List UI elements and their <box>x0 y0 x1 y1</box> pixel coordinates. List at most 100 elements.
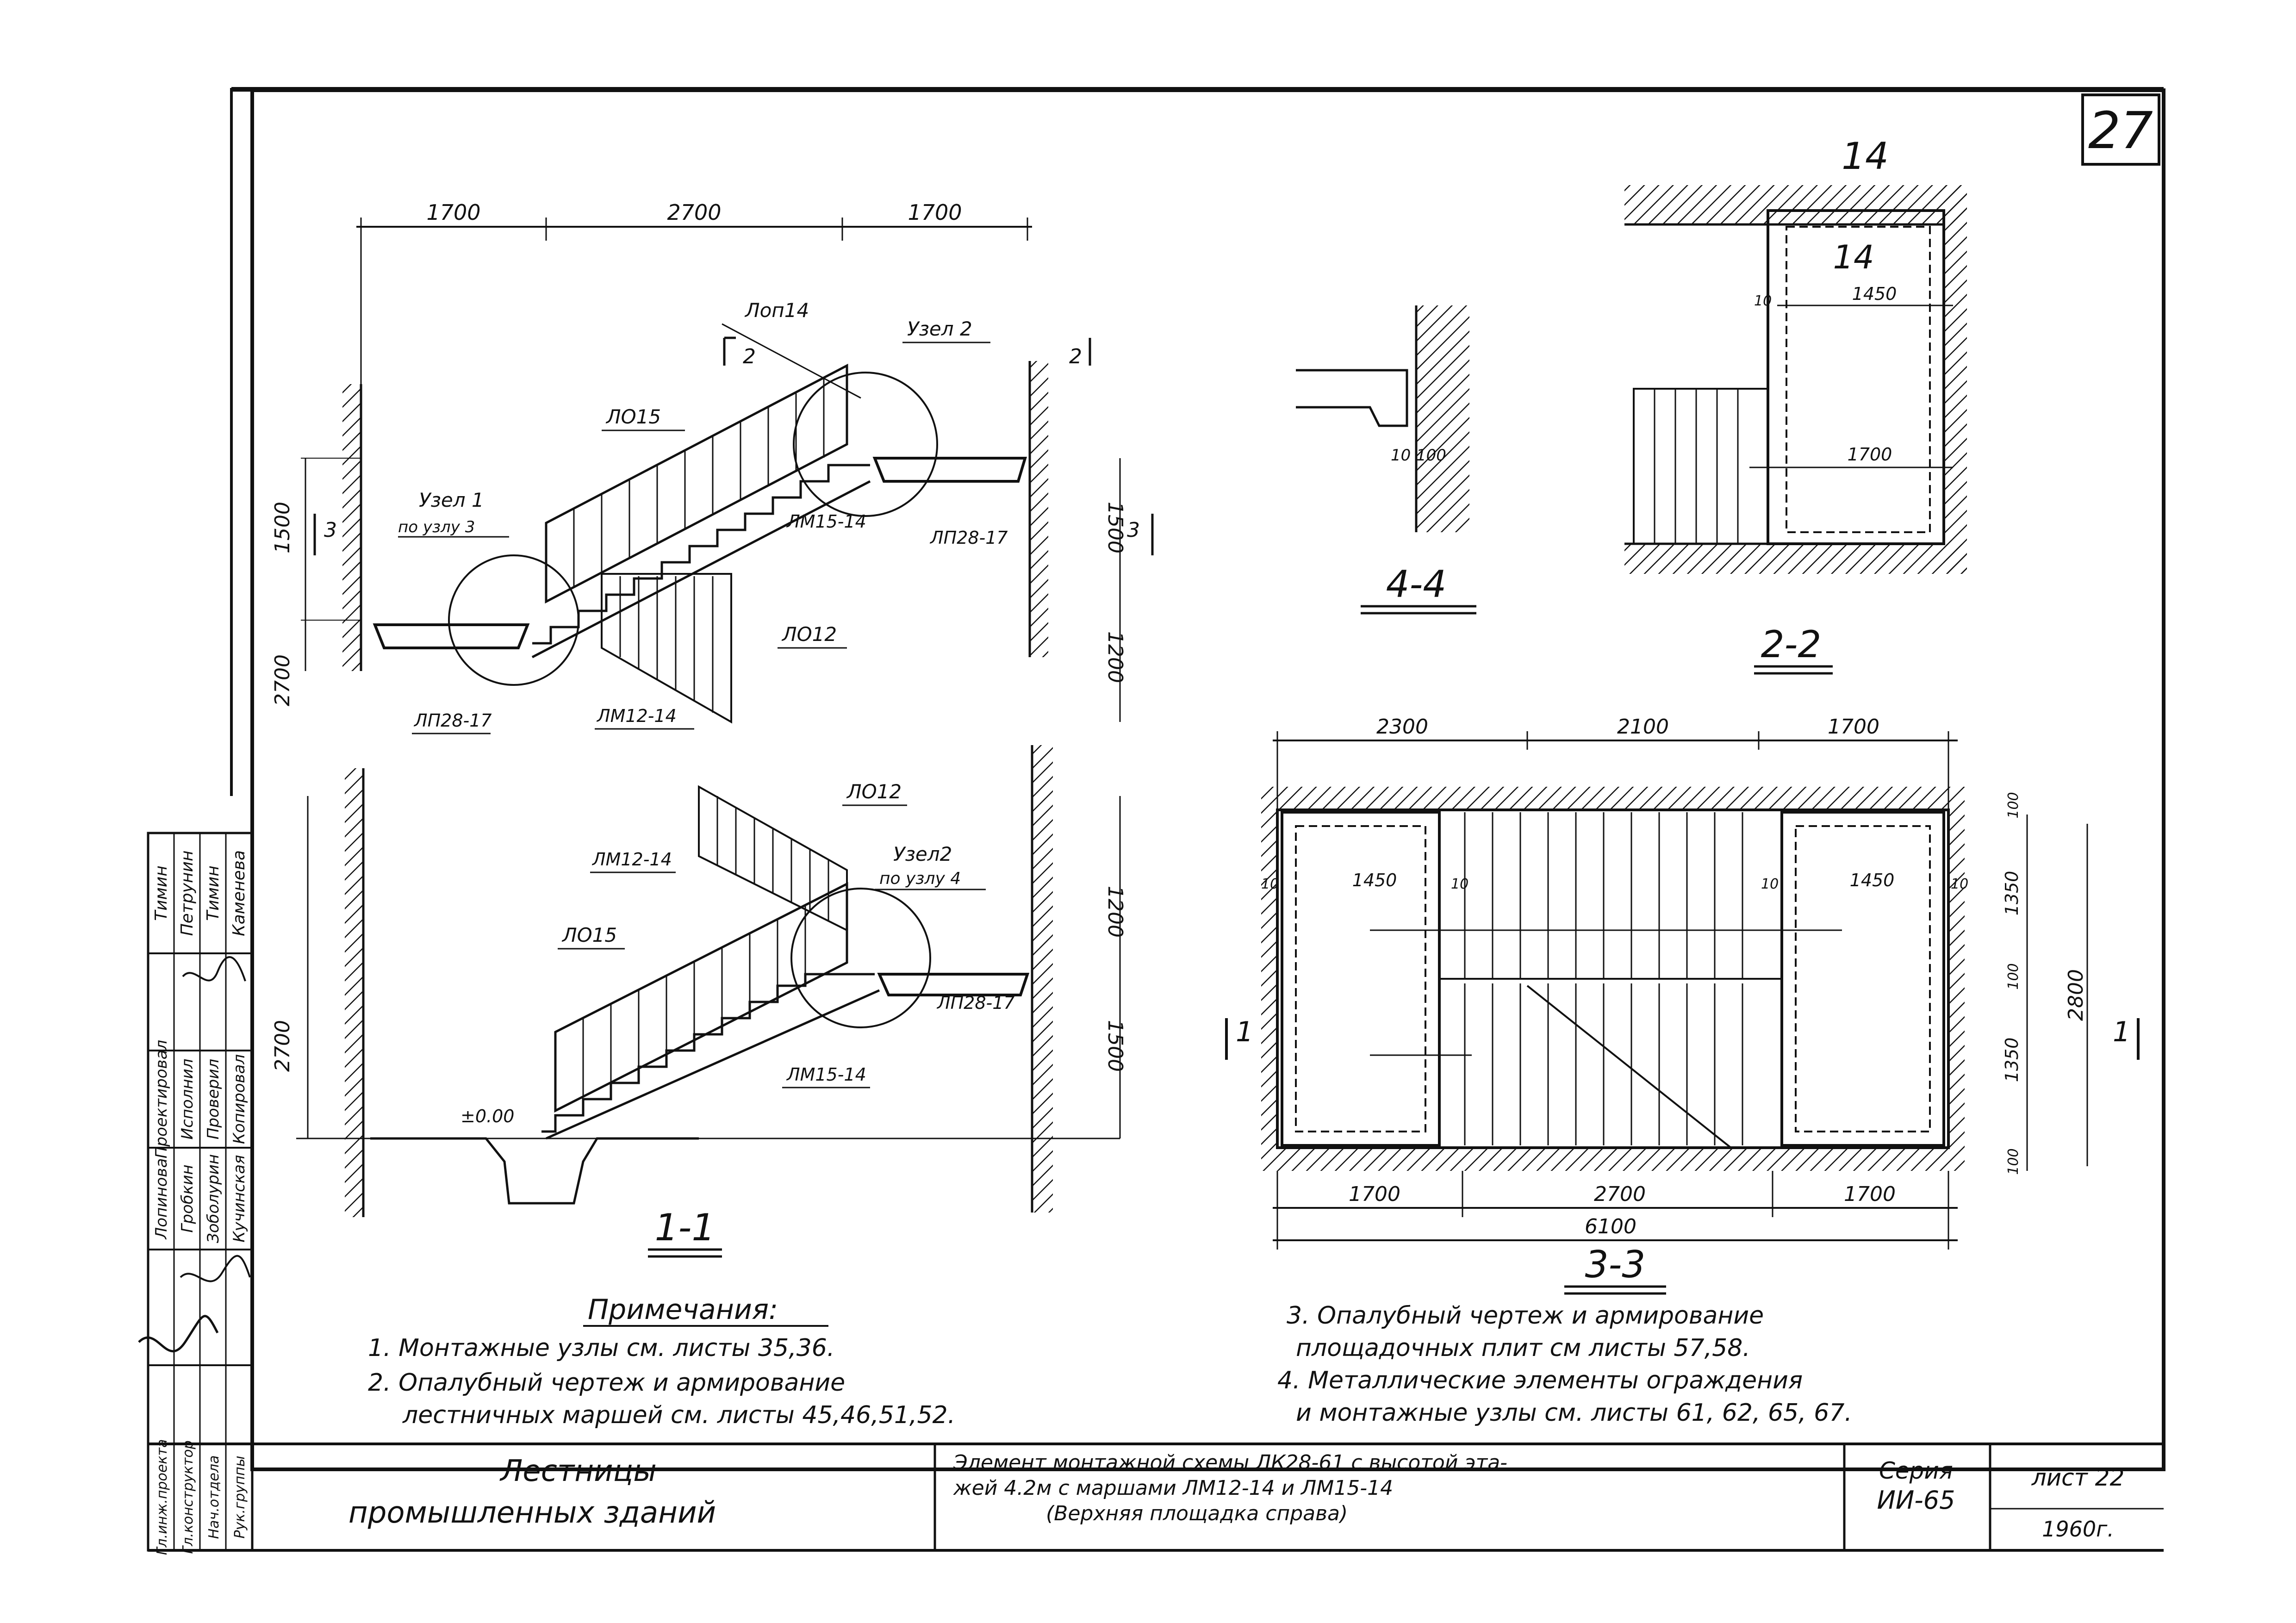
sig-name-left-2: Гробкин <box>178 1164 197 1232</box>
upper-lower-landing <box>373 623 530 649</box>
upper-dim-top-1: 1700 <box>426 200 480 225</box>
sig-role-right-4: Копировал <box>230 1054 249 1144</box>
sig-role-left-1: Гл.инж.проекта <box>154 1439 170 1555</box>
view-1-1: 2700 1200 1500 ±0.00 ЛО1 <box>271 745 1127 1258</box>
view33-wall-top <box>1277 787 1948 810</box>
sig-name-right-2: Петрунин <box>178 851 197 936</box>
view33-wall-right <box>1948 787 1965 1171</box>
upper-flight-steps <box>532 464 870 645</box>
view33-right-landing-inner <box>1795 825 1931 1132</box>
upper-dim-top-3: 1700 <box>908 200 962 225</box>
upper-right-wall <box>1030 361 1048 657</box>
view11-label-node2: Узел2 <box>893 843 952 865</box>
series-label: Серия <box>1879 1457 1953 1484</box>
upper-label-lp28-17-left: ЛП28-17 <box>413 710 492 731</box>
upper-label-lm12-14: ЛМ12-14 <box>596 706 677 726</box>
view33-dim-right-3: 100 <box>2005 963 2022 989</box>
view11-label-lo12: ЛО12 <box>846 780 902 803</box>
sig-name-right-1: Тимин <box>152 865 171 920</box>
upper-dim-left-2: 2700 <box>271 654 294 706</box>
sig-role-right-2: Исполнил <box>178 1059 197 1140</box>
view11-dim-right-1: 1200 <box>1103 886 1127 938</box>
view33-title: 3-3 <box>1585 1243 1646 1286</box>
view33-ten-2: 10 <box>1451 876 1468 892</box>
view44-slab <box>1296 369 1408 427</box>
note-4a: 4. Металлические элементы ограждения <box>1277 1367 1803 1394</box>
view22-landing <box>1767 209 1945 545</box>
series-value: ИИ-65 <box>1877 1486 1955 1515</box>
sheet-number-box <box>2081 93 2160 166</box>
sig-role-left-2: Гл.конструктор <box>180 1440 196 1554</box>
upper-section-mark-3a: 3 <box>324 518 337 542</box>
upper-upper-landing <box>872 457 1027 483</box>
view33-dim-right-1: 100 <box>2005 792 2022 818</box>
view-4-4: 10 100 4-4 <box>1296 305 1476 615</box>
view33-dim-top-2: 2100 <box>1617 715 1669 739</box>
view33-inner-dim-right: 1450 <box>1850 870 1895 890</box>
view11-label-lo15: ЛО15 <box>561 924 617 946</box>
view33-right-landing <box>1780 811 1945 1147</box>
signature-scribble-2 <box>180 1255 251 1282</box>
upper-label-lop14: Лоп14 <box>744 299 809 322</box>
view11-label-lp28-17: ЛП28-17 <box>936 993 1015 1013</box>
note-3a: 3. Опалубный чертеж и армирование <box>1287 1302 1764 1330</box>
view33-dim-right-5: 100 <box>2005 1148 2022 1175</box>
desc-line2: жей 4.2м с маршами ЛМ12-14 и ЛМ15-14 <box>953 1476 1393 1500</box>
view33-ten-4: 10 <box>1951 876 1968 892</box>
view11-upper-landing <box>877 973 1030 996</box>
sig-name-right-4: Каменева <box>230 850 249 936</box>
title-line2: промышленных зданий <box>348 1496 716 1530</box>
view33-dim-right-4: 1350 <box>2002 1038 2022 1082</box>
upper-railing-lo15 <box>545 363 848 604</box>
view11-flight-steps <box>541 973 875 1133</box>
view44-title: 4-4 <box>1386 563 1447 606</box>
sheet-number: 27 <box>2088 101 2153 160</box>
view33-dim-overall: 2800 <box>2064 969 2088 1021</box>
view11-node-2-circle <box>790 888 931 1028</box>
upper-label-lo12: ЛО12 <box>781 623 837 646</box>
view33-dim-bottom-1: 1700 <box>1349 1182 1400 1206</box>
view22-dim-mid: 1700 <box>1848 444 1892 465</box>
view22-flight <box>1633 388 1769 545</box>
note-1: 1. Монтажные узлы см. листы 35,36. <box>368 1334 834 1362</box>
sig-role-right-1: Проектировал <box>152 1040 171 1158</box>
notes: Примечания: 1. Монтажные узлы см. листы … <box>368 1293 1852 1429</box>
note-3b: площадочных плит см листы 57,58. <box>1296 1334 1750 1362</box>
upper-label-node1-ref: по узлу 3 <box>398 518 475 536</box>
view33-left-landing <box>1281 811 1441 1147</box>
view11-label-node2-ref: по узлу 4 <box>879 869 961 888</box>
view11-ground <box>370 1137 699 1205</box>
note-2a: 2. Опалубный чертеж и армирование <box>368 1369 845 1397</box>
view11-dim-right-2: 1500 <box>1103 1020 1127 1072</box>
view33-room <box>1276 808 1950 1149</box>
year: 1960г. <box>2042 1517 2114 1542</box>
view11-dim-left: 2700 <box>271 1020 294 1072</box>
upper-dim-right-1: 1500 <box>1103 502 1127 553</box>
title-block: Лестницы промышленных зданий Элемент мон… <box>148 1443 2164 1552</box>
title-line1: Лестницы <box>499 1454 657 1488</box>
upper-label-node1: Узел 1 <box>419 489 484 511</box>
view-3-3: 2300 2100 1700 <box>1225 715 2140 1295</box>
upper-railing-lo12 <box>601 573 732 724</box>
view44-dim-1: 10 <box>1391 446 1411 465</box>
sig-role-right-3: Проверил <box>204 1059 223 1139</box>
upper-dim-right-2: 1200 <box>1103 631 1127 683</box>
view33-dim-right-2: 1350 <box>2002 871 2022 916</box>
upper-dim-top-2: 2700 <box>667 200 721 225</box>
view33-dim-top-1: 2300 <box>1376 715 1428 739</box>
view44-dim-2: 100 <box>1416 446 1446 465</box>
view-2-2: 14 14 1450 10 1700 2-2 <box>1624 135 1967 675</box>
note-2b: лестничных маршей см. листы 45,46,51,52. <box>402 1401 955 1429</box>
sig-name-left-4: Кучинская <box>230 1155 249 1242</box>
desc-line3: (Верхняя площадка справа) <box>1046 1502 1348 1525</box>
view11-label-lm12-14: ЛМ12-14 <box>591 849 672 870</box>
view22-bottom-hatch <box>1624 544 1967 574</box>
view33-left-landing-inner <box>1295 825 1426 1132</box>
signature-table: Тимин Петрунин Тимин Каменева Проектиров… <box>138 832 254 1555</box>
view22-top-hatch <box>1624 185 1967 224</box>
view11-railing-lo12 <box>698 785 848 932</box>
note-4b: и монтажные узлы см. листы 61, 62, 65, 6… <box>1296 1399 1852 1427</box>
upper-node-1-circle <box>448 554 579 686</box>
upper-label-node2: Узел 2 <box>907 317 972 340</box>
sig-name-left-1: Лопинова <box>152 1158 171 1240</box>
